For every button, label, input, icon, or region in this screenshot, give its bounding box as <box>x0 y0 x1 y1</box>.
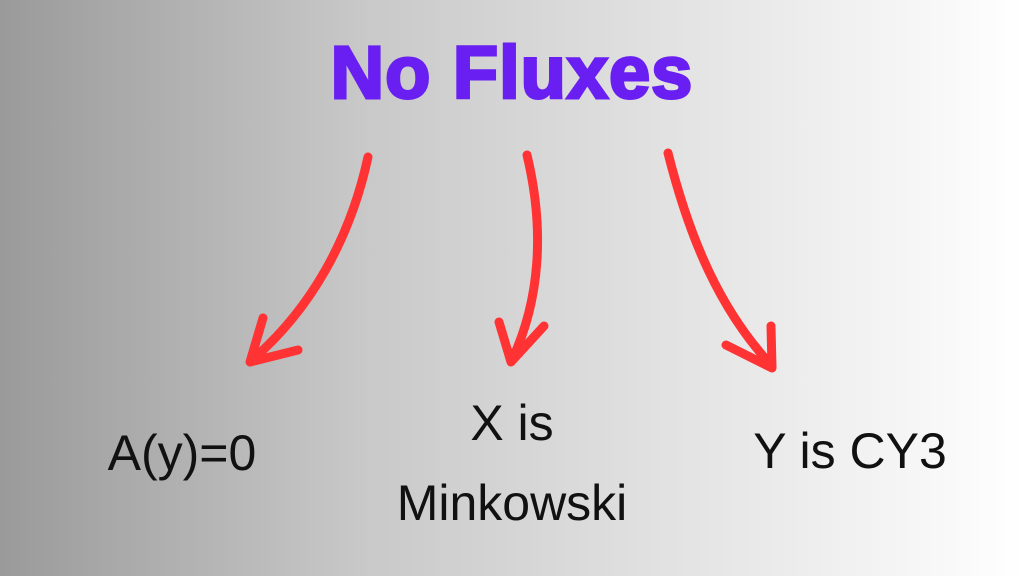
arrow-right <box>663 148 777 371</box>
outcome-y-cy3: Y is CY3 <box>753 423 947 479</box>
outcome-x-line1: X is <box>470 395 554 451</box>
arrow-left-head <box>245 313 303 367</box>
arrow-middle-head <box>494 317 549 367</box>
outcome-x-line2: Minkowski <box>396 475 628 531</box>
arrow-left <box>247 152 373 365</box>
outcome-warp-factor: A(y)=0 <box>107 425 257 481</box>
diagram-title: No Fluxes <box>329 30 694 116</box>
arrow-right-head <box>721 321 777 373</box>
arrow-middle <box>507 150 543 365</box>
